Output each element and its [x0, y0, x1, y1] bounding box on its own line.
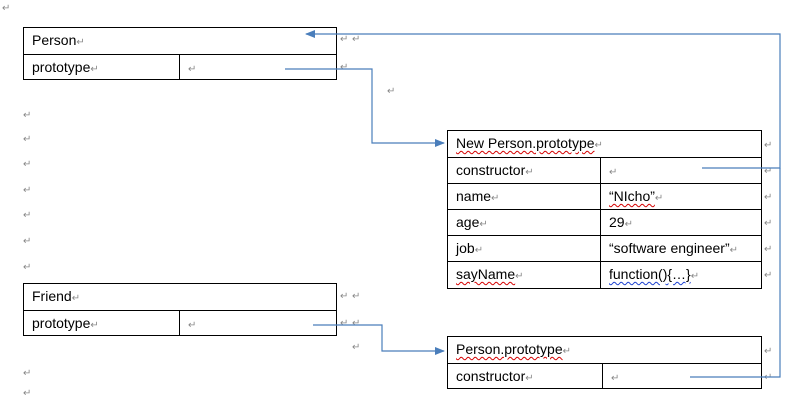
paragraph-mark: ↵	[23, 210, 32, 221]
arrow-friend-prototype-to-person-prototype	[313, 324, 445, 355]
paragraph-mark: ↵	[525, 167, 534, 178]
npp-value: 29	[609, 214, 625, 230]
npp-row-constructor: constructor↵ ↵	[448, 157, 761, 183]
paragraph-mark: ↵	[23, 159, 32, 170]
paragraph-mark: ↵	[479, 219, 488, 230]
paragraph-mark: ↵	[690, 271, 700, 282]
npp-title: New Person.prototype	[456, 135, 595, 151]
friend-table: Friend↵ prototype↵ ↵	[23, 283, 337, 336]
friend-prototype-row: prototype↵ ↵	[24, 310, 336, 336]
paragraph-mark: ↵	[352, 318, 361, 329]
paragraph-mark: ↵	[23, 262, 32, 273]
paragraph-mark: ↵	[340, 318, 349, 329]
paragraph-mark: ↵	[188, 320, 197, 331]
paragraph-mark: ↵	[764, 218, 773, 229]
paragraph-mark: ↵	[23, 388, 32, 399]
paragraph-mark: ↵	[764, 140, 773, 151]
person-prototype-row: prototype↵ ↵	[24, 54, 336, 80]
paragraph-mark: ↵	[624, 219, 633, 230]
person-prototype-table: Person.prototype↵ constructor↵ ↵	[447, 336, 762, 389]
paragraph-mark: ↵	[352, 34, 361, 45]
person-title-row: Person↵	[24, 28, 336, 54]
friend-title: Friend	[32, 288, 72, 304]
paragraph-mark: ↵	[729, 245, 739, 256]
npp-value: “software engineer”	[609, 240, 730, 256]
npp-key: constructor	[456, 162, 526, 178]
paragraph-mark: ↵	[23, 110, 32, 121]
paragraph-mark: ↵	[515, 271, 524, 282]
paragraph-mark: ↵	[491, 193, 500, 204]
paragraph-mark: ↵	[340, 62, 349, 73]
paragraph-mark: ↵	[764, 166, 773, 177]
friend-prototype-label: prototype	[32, 315, 91, 331]
paragraph-mark: ↵	[611, 373, 620, 384]
person-prototype-label: prototype	[32, 59, 91, 75]
paragraph-mark: ↵	[764, 346, 773, 357]
npp-key: age	[456, 214, 480, 230]
npp-row-age: age↵ 29↵	[448, 209, 761, 235]
paragraph-mark: ↵	[609, 167, 618, 178]
paragraph-mark: ↵	[474, 245, 484, 256]
paragraph-mark: ↵	[654, 193, 664, 204]
paragraph-mark: ↵	[23, 368, 32, 379]
paragraph-mark: ↵	[387, 86, 396, 97]
arrow-pp-constructor-link	[690, 168, 781, 378]
paragraph-mark: ↵	[764, 244, 773, 255]
arrow-new-constructor-to-person	[305, 30, 781, 169]
pp-title-row: Person.prototype↵	[448, 337, 761, 363]
person-prototype-value: ↵	[179, 55, 336, 80]
person-table: Person↵ prototype↵ ↵	[23, 27, 337, 80]
paragraph-mark: ↵	[340, 291, 349, 302]
pp-constructor-row: constructor↵ ↵	[448, 363, 761, 389]
friend-prototype-value: ↵	[179, 311, 336, 336]
paragraph-mark: ↵	[352, 342, 361, 353]
paragraph-mark: ↵	[594, 140, 603, 151]
new-person-prototype-table: New Person.prototype↵ constructor↵ ↵ nam…	[447, 130, 762, 289]
paragraph-mark: ↵	[23, 236, 32, 247]
paragraph-mark: ↵	[2, 3, 11, 14]
pp-constructor-label: constructor	[456, 368, 526, 384]
friend-title-row: Friend↵	[24, 284, 336, 310]
npp-value: “NIcho”	[609, 188, 655, 204]
pp-constructor-value: ↵	[602, 364, 761, 389]
paragraph-mark: ↵	[764, 270, 773, 281]
paragraph-mark: ↵	[764, 192, 773, 203]
paragraph-mark: ↵	[525, 373, 534, 384]
paragraph-mark: ↵	[23, 185, 32, 196]
npp-row-name: name↵ “NIcho”↵	[448, 183, 761, 209]
person-title: Person	[32, 32, 77, 48]
paragraph-mark: ↵	[76, 37, 85, 48]
pp-title: Person.prototype	[456, 341, 563, 357]
npp-row-sayname: sayName↵ function(){…}↵	[448, 261, 761, 289]
npp-row-job: job↵ “software engineer”↵	[448, 235, 761, 261]
paragraph-mark: ↵	[90, 320, 99, 331]
paragraph-mark: ↵	[340, 34, 349, 45]
paragraph-mark: ↵	[352, 291, 361, 302]
paragraph-mark: ↵	[71, 293, 81, 304]
paragraph-mark: ↵	[23, 134, 32, 145]
npp-key: job	[456, 240, 475, 256]
paragraph-mark: ↵	[188, 64, 197, 75]
paragraph-mark: ↵	[562, 346, 572, 357]
paragraph-mark: ↵	[90, 64, 99, 75]
npp-title-row: New Person.prototype↵	[448, 131, 761, 157]
npp-value: function(){…}	[609, 266, 691, 282]
npp-key: sayName	[456, 266, 516, 282]
arrow-person-prototype-to-new-person-prototype	[285, 68, 445, 147]
npp-key: name	[456, 188, 492, 204]
